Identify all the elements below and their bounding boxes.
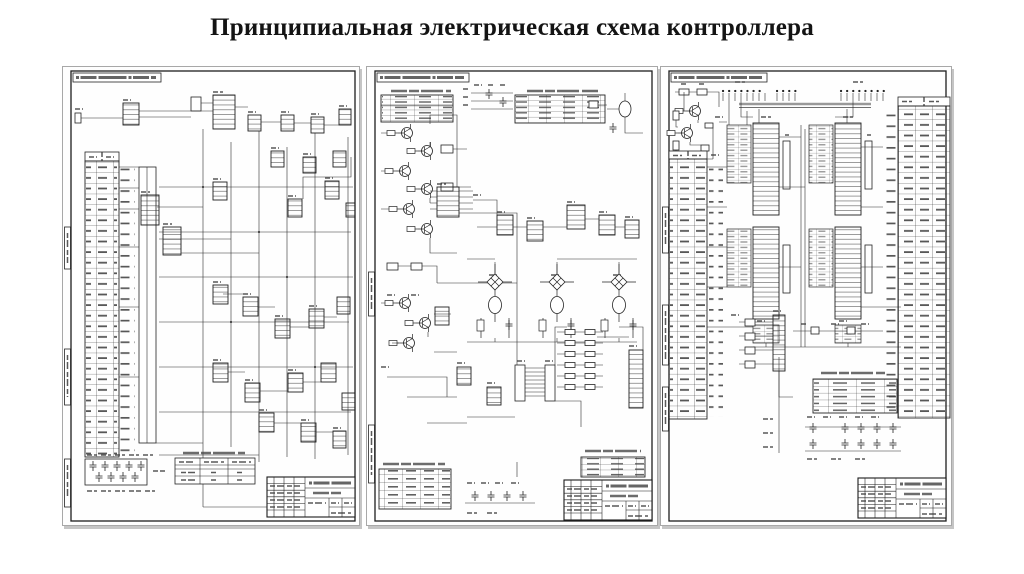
sheet-2-ref-labels bbox=[381, 183, 637, 384]
sheet-3-oscillator-circuit bbox=[666, 83, 727, 160]
sheet-2-power-table-bottom bbox=[580, 449, 646, 478]
sheet-3-pin-headers bbox=[721, 81, 887, 108]
margin-stamp bbox=[368, 424, 375, 484]
net-labels bbox=[120, 163, 135, 455]
sheet-2-io-table bbox=[378, 462, 452, 510]
sheet-3-capacitor-bank bbox=[805, 416, 901, 460]
sheet-3-buffer-bank-b bbox=[808, 122, 873, 344]
sheet-3-connector-table-right bbox=[883, 96, 951, 419]
sheet-2-power-pin-table-left bbox=[380, 89, 454, 123]
sheet-2-frame bbox=[368, 70, 653, 522]
sheet-2-transistor-stages bbox=[381, 114, 471, 353]
margin-stamp bbox=[662, 386, 669, 432]
tall-ic bbox=[628, 349, 644, 409]
sheet-1-title-block bbox=[265, 475, 357, 519]
bus-bar bbox=[138, 166, 157, 444]
connector-stub bbox=[74, 112, 82, 124]
sheet-2-power-pin-table-right bbox=[514, 89, 606, 124]
sheet-3-connector-table-left bbox=[668, 150, 723, 420]
sheet-2-resistor-ladder bbox=[557, 329, 603, 390]
schematic-sheet-1 bbox=[62, 66, 360, 526]
schematic-sheet-3 bbox=[660, 66, 952, 526]
sheet-2-drawing bbox=[368, 70, 654, 522]
sheet-2-transformer-ribbon bbox=[514, 364, 556, 402]
sheet-3-power-pin-table bbox=[812, 371, 898, 414]
sheet-3-buffer-bank-a bbox=[726, 122, 791, 344]
sheet-2-ic-cluster bbox=[430, 186, 644, 409]
net-labels bbox=[709, 161, 723, 417]
page-title: Принципиальная электрическая схема контр… bbox=[210, 14, 814, 41]
sheet-2-rc-filter bbox=[463, 84, 643, 134]
sheet-1-drawing bbox=[64, 70, 357, 522]
sheet-2-rectifier-stages bbox=[467, 262, 637, 343]
sheet-2-capacitor-bank bbox=[465, 482, 535, 514]
sheet-1-wire-harness bbox=[81, 102, 353, 508]
sheet-1-capacitor-bank bbox=[84, 454, 165, 492]
sheet-3-title-block bbox=[856, 476, 948, 520]
sheet-1-frame bbox=[64, 70, 356, 522]
net-labels bbox=[883, 108, 897, 416]
sheet-3-diode-cluster bbox=[731, 314, 786, 453]
sheet-2-title-block bbox=[562, 478, 654, 522]
sheet-3-mid-run bbox=[793, 323, 883, 335]
sheet-3-ref-labels bbox=[757, 116, 871, 322]
sheet-1-ref-labels bbox=[75, 91, 347, 429]
margin-stamp bbox=[368, 271, 375, 317]
schematic-sheet-2 bbox=[366, 66, 658, 526]
sheet-1-connector-table bbox=[84, 151, 157, 458]
sheet-3-drawing bbox=[662, 70, 951, 522]
sheet-2-wire-harness bbox=[387, 199, 644, 477]
sheet-1-ic-cluster bbox=[74, 94, 356, 449]
margin-stamp bbox=[64, 226, 71, 270]
sheet-1-power-pin-table bbox=[174, 451, 256, 485]
